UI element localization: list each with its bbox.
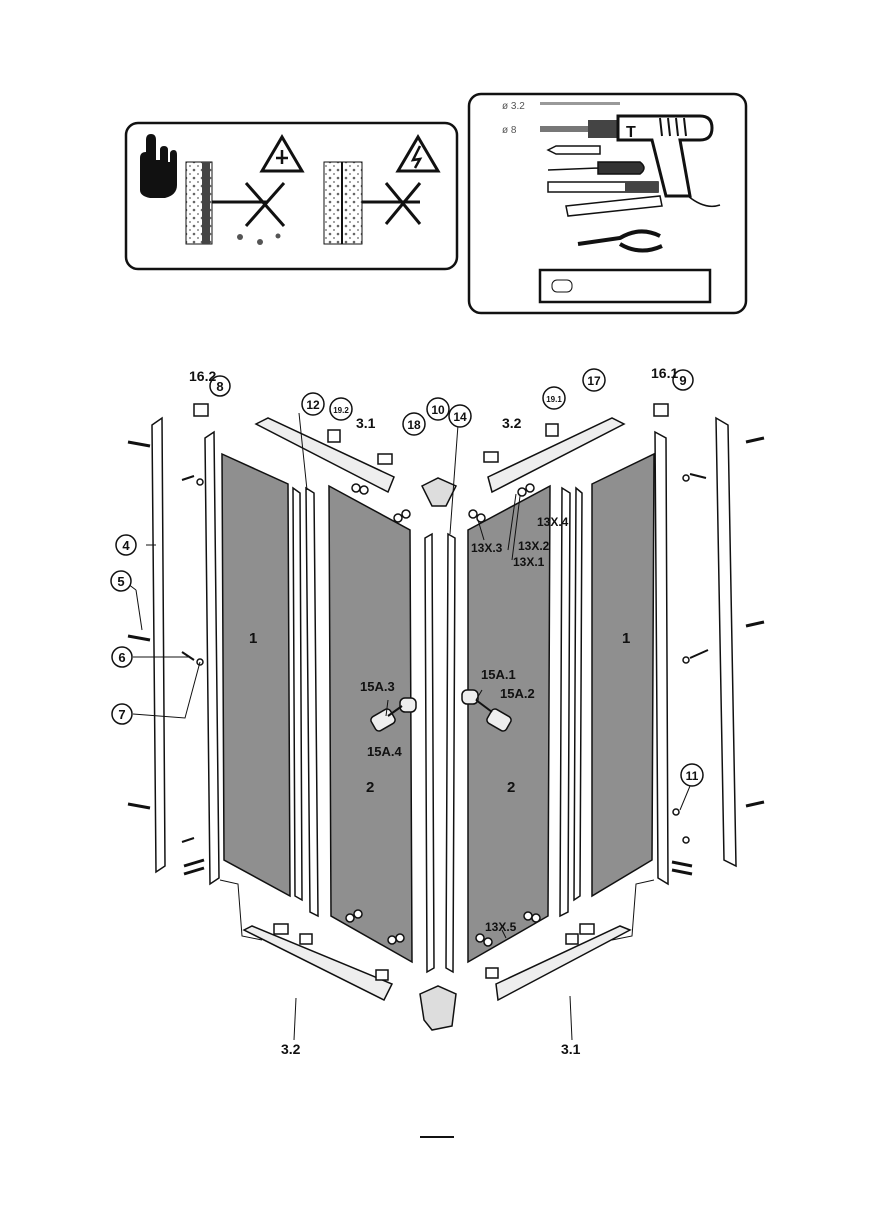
corner-top-10 — [422, 478, 456, 506]
callout-11: 11 — [681, 764, 703, 786]
profile-14-right — [446, 534, 455, 972]
svg-text:8: 8 — [216, 379, 223, 394]
label-15a2: 15A.2 — [500, 686, 535, 701]
drill-bit-8-label: ø 8 — [502, 125, 517, 136]
callout-14: 14 — [449, 405, 471, 427]
glass-right-fixed — [592, 454, 654, 896]
label-top-rail-3-1: 3.1 — [356, 415, 376, 431]
callout-6: 6 — [112, 647, 132, 667]
corner-bottom — [420, 986, 456, 1030]
label-16-1: 16.1 — [651, 365, 678, 381]
callout-18: 18 — [403, 413, 425, 435]
label-13x4: 13X.4 — [537, 515, 569, 529]
svg-text:18: 18 — [407, 418, 421, 432]
callout-5: 5 — [111, 571, 131, 591]
page-footer-rule — [420, 1136, 454, 1138]
callout-12: 12 — [302, 393, 324, 415]
drill-bit-icon — [540, 102, 620, 105]
label-glass-left-door: 2 — [366, 779, 374, 796]
svg-text:19.1: 19.1 — [546, 395, 562, 404]
callout-19-2: 19.2 — [330, 398, 352, 420]
label-13x1: 13X.1 — [513, 555, 545, 569]
utility-knife-icon — [548, 182, 658, 192]
profile-12b — [293, 488, 302, 900]
screw-set-left — [128, 442, 204, 874]
wall-profile-left — [152, 418, 165, 872]
callout-10: 10 — [427, 398, 449, 420]
label-top-rail-3-2: 3.2 — [502, 415, 522, 431]
label-glass-right-door: 2 — [507, 779, 515, 796]
svg-text:14: 14 — [453, 410, 467, 424]
spirit-level-icon — [540, 270, 710, 302]
profile-right-b — [574, 488, 582, 900]
exploded-assembly — [128, 404, 764, 1030]
svg-text:T: T — [626, 124, 636, 141]
bottom-rail-right — [496, 926, 630, 1000]
svg-text:5: 5 — [117, 574, 124, 589]
label-13x2: 13X.2 — [518, 539, 550, 553]
drill-bit-3-2-label: ø 3.2 — [502, 101, 525, 112]
label-bottom-rail-3-2: 3.2 — [281, 1041, 301, 1057]
svg-text:11: 11 — [686, 769, 699, 783]
profile-14-left — [425, 534, 434, 972]
svg-text:12: 12 — [306, 398, 320, 412]
label-16-2: 16.2 — [189, 368, 216, 384]
svg-text:7: 7 — [118, 707, 125, 722]
glass-left-fixed — [222, 454, 290, 896]
callout-7: 7 — [112, 704, 132, 724]
callout-17: 17 — [583, 369, 605, 391]
warning-panel — [126, 123, 457, 269]
wall-profile-right — [716, 418, 736, 866]
profile-12 — [306, 488, 318, 916]
svg-text:17: 17 — [587, 374, 601, 388]
svg-text:4: 4 — [122, 538, 130, 553]
callout-19-1: 19.1 — [543, 387, 565, 409]
tools-panel: ø 3.2 ø 8 T — [469, 94, 746, 313]
label-15a1: 15A.1 — [481, 667, 516, 682]
profile-right-a — [560, 488, 570, 916]
glass-left-door — [329, 486, 412, 962]
pencil-icon — [548, 146, 600, 154]
label-bottom-rail-3-1: 3.1 — [561, 1041, 581, 1057]
label-13x3: 13X.3 — [471, 541, 503, 555]
label-15a3: 15A.3 — [360, 679, 395, 694]
label-glass-left-fixed: 1 — [249, 630, 257, 647]
svg-text:9: 9 — [679, 373, 686, 388]
label-glass-right-fixed: 1 — [622, 630, 630, 647]
label-15a4: 15A.4 — [367, 744, 402, 759]
svg-text:6: 6 — [118, 650, 125, 665]
callout-4: 4 — [116, 535, 136, 555]
svg-text:19.2: 19.2 — [333, 406, 349, 415]
wall-profile-inner-left — [205, 432, 219, 884]
wall-profile-inner-right — [655, 432, 668, 884]
label-13x5: 13X.5 — [485, 920, 517, 934]
svg-text:10: 10 — [431, 403, 445, 417]
